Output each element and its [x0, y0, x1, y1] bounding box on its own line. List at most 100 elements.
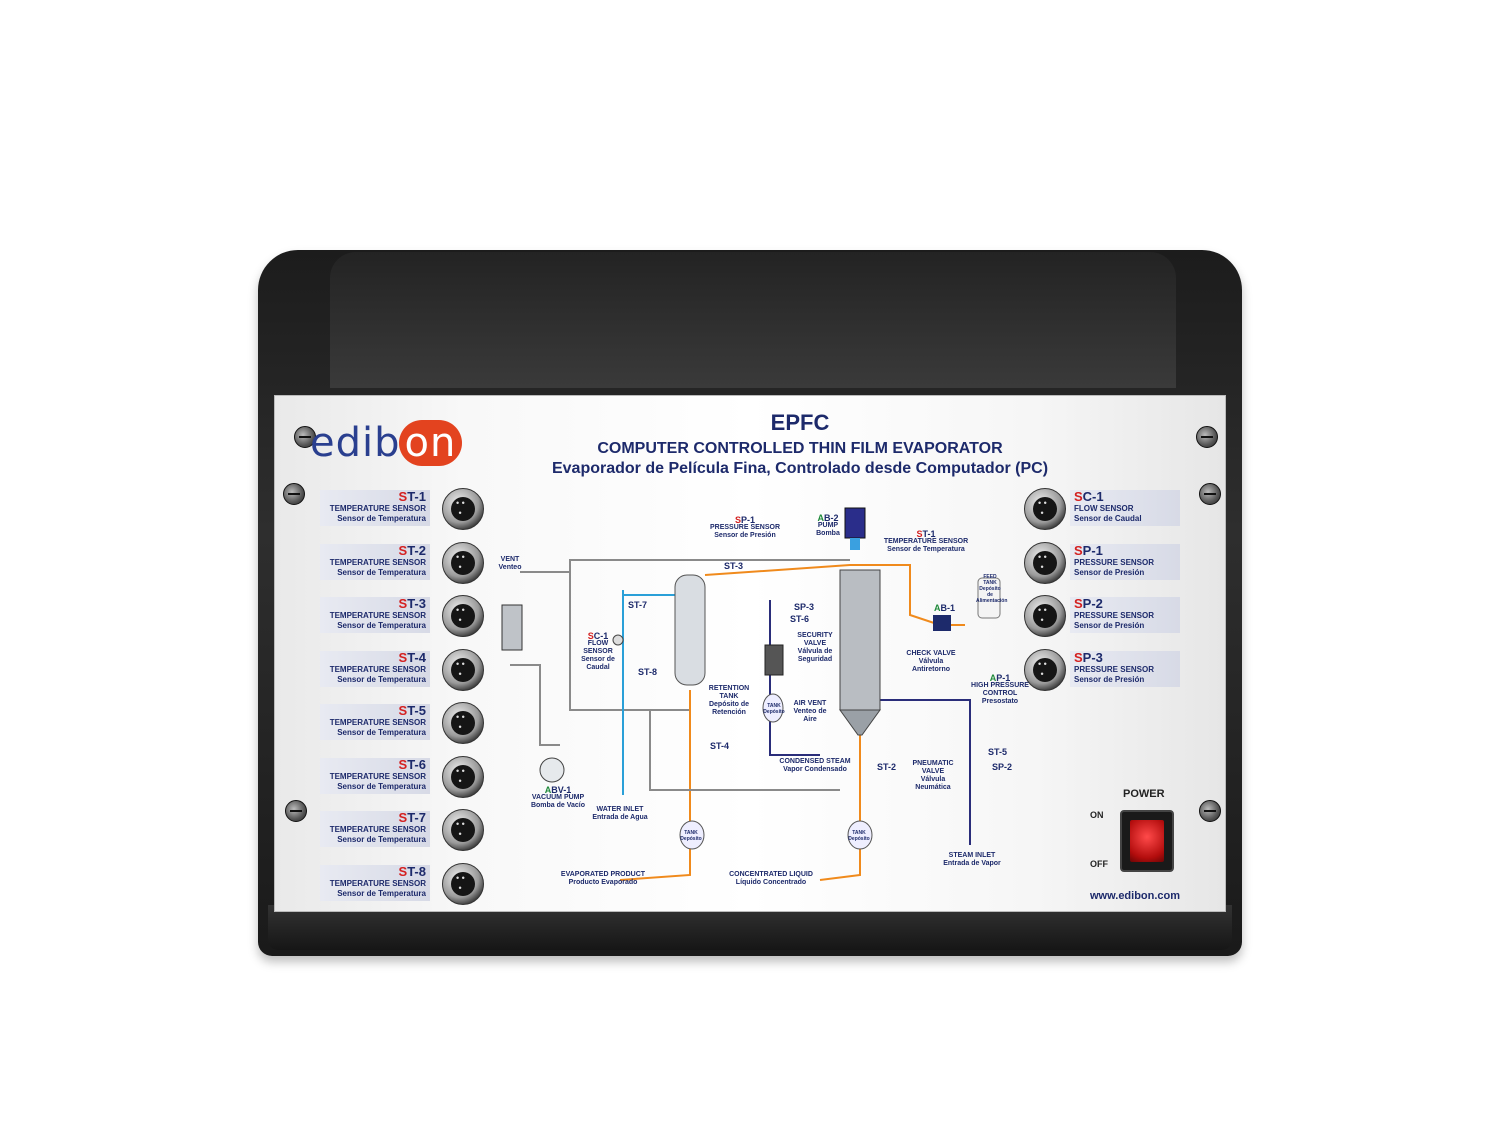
power-off-label: OFF — [1090, 859, 1108, 869]
sensor-code-number: T-5 — [407, 703, 426, 718]
sensor-connector-socket[interactable] — [442, 541, 484, 584]
label-sp2: SP-2 — [992, 762, 1013, 772]
screw-icon — [1196, 426, 1218, 448]
vent-filter — [501, 604, 523, 651]
sensor-code-number: T-6 — [407, 756, 426, 772]
evaporator-cone — [839, 709, 881, 736]
sensor-code-number: T-7 — [407, 810, 426, 825]
power-on-label: ON — [1090, 810, 1104, 820]
logo-text-edib: edib — [310, 420, 401, 466]
sensor-code-number: P-1 — [1082, 542, 1103, 558]
tank-concentrated — [847, 820, 873, 850]
label-st7: ST-7 — [628, 600, 648, 610]
sensor-name-es: Sensor de Presión — [1074, 567, 1145, 577]
label-st6: ST-6 — [790, 614, 810, 624]
sensor-code-prefix: S — [398, 756, 408, 772]
sensor-code-number: P-3 — [1082, 649, 1103, 665]
power-label: POWER — [1123, 788, 1165, 800]
pipe-vacuum — [510, 664, 560, 746]
screw-icon — [283, 483, 305, 505]
sensor-connector-socket[interactable] — [1024, 541, 1066, 584]
sensor-connector-socket[interactable] — [1024, 488, 1066, 530]
sensor-name-es: Sensor de Presión — [1074, 621, 1145, 630]
pipe-vent — [520, 559, 850, 573]
sensor-name-es: Sensor de Temperatura — [337, 728, 426, 737]
sensor-name-es: Sensor de Temperatura — [337, 514, 426, 523]
front-panel — [274, 395, 1226, 912]
sensor-code-prefix: S — [398, 489, 408, 504]
sensor-code: SP-2 — [1074, 597, 1180, 611]
sensor-name-en: TEMPERATURE SENSOR — [329, 611, 426, 620]
sensor-name-es: Sensor de Caudal — [1074, 514, 1142, 523]
sensor-code-prefix: S — [398, 596, 408, 611]
process-diagram — [501, 507, 1001, 881]
condenser — [674, 574, 706, 686]
sensor-name-en: TEMPERATURE SENSOR — [329, 825, 426, 834]
pipe-gray-mid — [649, 710, 840, 791]
sensor-connector-socket[interactable] — [442, 595, 484, 637]
tank-condensed — [762, 693, 784, 723]
sensor-connector-socket[interactable] — [442, 702, 484, 744]
sensor-connector-socket[interactable] — [1024, 595, 1066, 637]
sensor-code: SP-1 — [1074, 542, 1180, 558]
pipe-concentrated — [819, 730, 861, 881]
sensor-name-en: TEMPERATURE SENSOR — [329, 504, 426, 513]
sensor-code-prefix: S — [398, 810, 408, 825]
logo-text-on: on — [398, 420, 463, 466]
sensor-connector-socket[interactable] — [442, 648, 484, 691]
sensor-code-prefix: S — [398, 542, 408, 558]
label-st8: ST-8 — [638, 667, 658, 677]
sensor-name-en: PRESSURE SENSOR — [1074, 557, 1155, 567]
evaporator-column — [839, 569, 881, 711]
pipe-orange-top — [704, 564, 965, 626]
label-ab1: AB-1 — [934, 603, 956, 613]
sensor-name-es: Sensor de Temperatura — [337, 674, 426, 684]
screw-icon — [1199, 800, 1221, 822]
sensor-name-en: TEMPERATURE SENSOR — [329, 878, 426, 888]
sensor-name-en: FLOW SENSOR — [1074, 504, 1134, 513]
sensor-connector-socket[interactable] — [442, 488, 484, 530]
sensor-connector-socket[interactable] — [442, 862, 484, 905]
website-url: www.edibon.com — [1090, 890, 1181, 902]
sensor-connector-socket[interactable] — [442, 755, 484, 798]
power-switch[interactable] — [1120, 810, 1174, 872]
sensor-name-es: Sensor de Temperatura — [337, 781, 426, 791]
enclosure-top-face — [330, 252, 1176, 388]
sensor-connector-socket[interactable] — [1024, 648, 1066, 691]
sensor-name-es: Sensor de Temperatura — [337, 835, 426, 844]
vacuum-pump-icon — [539, 757, 565, 783]
sensor-code: SP-3 — [1074, 649, 1180, 665]
power-switch-rocker[interactable] — [1130, 820, 1164, 862]
sensor-connector-socket[interactable] — [442, 809, 484, 851]
sensor-code-number: T-3 — [407, 596, 426, 611]
sensor-code-prefix: S — [398, 703, 408, 718]
